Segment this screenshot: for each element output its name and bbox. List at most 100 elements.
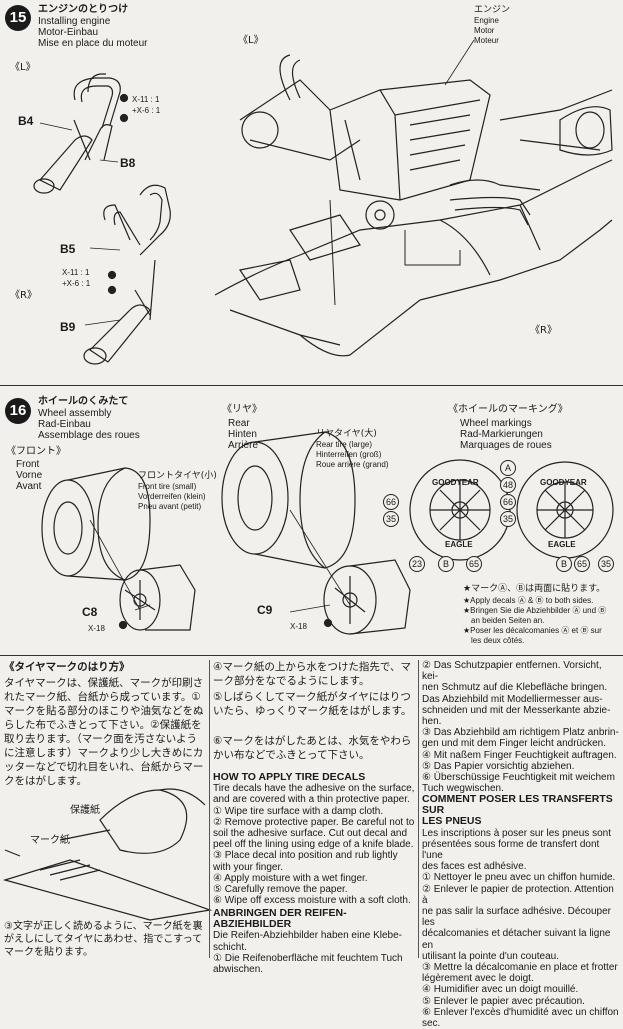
rear-label-de: Hinten <box>228 429 257 440</box>
label-right-main: 《R》 <box>530 325 557 336</box>
jp-decal-step4: ④マーク紙の上から水をつけた指先で、マーク部分をなでるようにします。 <box>213 661 411 687</box>
section-divider-2 <box>0 655 623 656</box>
fig-label-decal-paper: マーク紙 <box>30 835 70 846</box>
decal-marker-b-left: B <box>438 556 454 572</box>
part-b9-label: B9 <box>60 320 76 334</box>
jp-decal-paragraph: タイヤマークは、保護紙、マークが印刷されたマーク紙、台紙から成っています。①マー… <box>4 677 204 787</box>
illustration-layer <box>2 39 614 921</box>
brand-eagle-right: EAGLE <box>548 540 576 549</box>
de-decal-line: Die Reifen-Abziehbilder haben eine Klebe… <box>213 930 403 942</box>
front-label-fr: Avant <box>16 481 42 492</box>
en-decal-line: with your finger. <box>213 861 284 873</box>
front-tire-label-jp: フロントタイヤ(小) <box>138 471 217 481</box>
column-divider-1 <box>209 660 210 958</box>
fr-decal-line: ⑥ Enlever l'excès d'humidité avec un chi… <box>422 1006 619 1018</box>
fr-decal-line: ④ Humidifier avec un doigt mouillé. <box>422 984 579 996</box>
engine-label-de: Motor <box>474 26 495 35</box>
screw-count-upper-2: +X-6 : 1 <box>132 106 161 115</box>
brand-text-right: GOODYEAR <box>540 478 587 487</box>
decal-marker-b-right: B <box>556 556 572 572</box>
de-decal-heading: ANBRINGEN DER REIFEN-ABZIEHBILDER <box>213 907 347 931</box>
de-decal-line: ① Die Reifenoberfläche mit feuchtem Tuch <box>213 952 403 964</box>
fr-decal-line: sec. <box>422 1018 441 1029</box>
label-left-side: 《L》 <box>10 62 36 73</box>
decal-marker-35-left: 35 <box>383 511 399 527</box>
jp-decal-step3: ③文字が正しく読めるように、マーク紙を裏がえしにしてタイヤにあわせ、指でこすって… <box>4 921 203 958</box>
part-c8-label: C8 <box>82 605 98 619</box>
de-decal-line: abwischen. <box>213 964 264 976</box>
fr-decal-heading-1: COMMENT POSER LES TRANSFERTS SUR <box>422 793 613 817</box>
exhaust-pipe-b4-drawing <box>33 73 121 194</box>
rear-label-fr: Arrière <box>228 440 259 451</box>
step-15-number: 15 <box>5 5 31 31</box>
en-decal-line: soil the adhesive surface. Cut out decal… <box>213 828 408 840</box>
exhaust-pipe-b8-drawing <box>73 119 113 161</box>
front-label-jp: 《フロント》 <box>6 446 66 457</box>
rear-tire-label-de: Hinterreifen (groß) <box>316 450 382 459</box>
en-decal-line: ⑤ Carefully remove the paper. <box>213 884 348 896</box>
markings-label-jp: 《ホイールのマーキング》 <box>448 404 568 415</box>
rear-label-en: Rear <box>228 418 250 429</box>
en-decal-line: ⑥ Wipe off excess moisture with a soft c… <box>213 895 411 907</box>
markings-label-en: Wheel markings <box>460 418 532 429</box>
en-decal-line: ① Wipe tire surface with a damp cloth. <box>213 805 384 817</box>
jp-decal-step5: ⑤しばらくしてマーク紙がタイヤにはりついたら、ゆっくりマーク紙をはがします。 <box>213 691 412 717</box>
decal-marker-35-mid: 35 <box>500 511 516 527</box>
decal-marker-48: 48 <box>500 477 516 493</box>
jp-decal-heading: 《タイヤマークのはり方》 <box>4 661 130 673</box>
rear-tire-label-fr: Roue arrière (grand) <box>316 460 389 469</box>
front-tire-label-fr: Pneu avant (petit) <box>138 502 202 511</box>
fr-decal-line: ne pas salir la surface adhésive. Découp… <box>422 906 611 929</box>
engine-label-fr: Moteur <box>474 36 499 45</box>
decal-marker-65-left: 65 <box>466 556 482 572</box>
step-15-title-fr: Mise en place du moteur <box>38 38 148 49</box>
part-b8-label: B8 <box>120 156 136 170</box>
en-decal-heading: HOW TO APPLY TIRE DECALS <box>213 771 366 783</box>
part-b5-label: B5 <box>60 242 76 256</box>
en-decal-line: Tire decals have the adhesive on the sur… <box>213 783 415 795</box>
screw-rear-label: X-18 <box>290 622 307 631</box>
front-label-de: Vorne <box>16 470 43 481</box>
rear-label-jp: 《リヤ》 <box>222 404 262 415</box>
front-wheel-drawing <box>41 467 196 631</box>
de-decal-line: ② Das Schutzpapier entfernen. Vorsicht, … <box>422 660 602 683</box>
step-16-title-jp: ホイールのくみたて <box>38 396 129 407</box>
exhaust-pipe-b9-drawing <box>83 259 156 365</box>
decal-marker-35-right: 35 <box>598 556 614 572</box>
en-decal-section: HOW TO APPLY TIRE DECALS Tire decals hav… <box>213 771 415 907</box>
de-decal-line: gen und mit dem Finger leicht andrücken. <box>422 738 606 750</box>
markings-label-fr: Marquages de roues <box>460 440 552 451</box>
front-label-en: Front <box>16 459 40 470</box>
label-right-side: 《R》 <box>10 290 37 301</box>
rear-wheel-drawing <box>221 431 411 635</box>
decal-marker-a: A <box>500 460 516 476</box>
note-de-2: an beiden Seiten an. <box>471 616 545 625</box>
fr-decal-line: légèrement avec le doigt. <box>422 973 534 985</box>
de-decal-line: Das Abziehbild mit Modelliermesser aus- <box>422 693 603 705</box>
de-decal-line: schneiden und mit der Messerkante abzie- <box>422 704 611 716</box>
step-15-title-de: Motor-Einbau <box>38 27 99 38</box>
jp-decal-step6: ⑥マークをはがしたあとは、水気をやわらかい布などでふきとって下さい。 <box>213 735 412 761</box>
fr-decal-line: présentées sous forme de transfert dont … <box>422 838 600 862</box>
engine-label-jp: エンジン <box>474 5 511 15</box>
front-tire-label-en: Front tire (small) <box>138 482 197 491</box>
rear-tire-label-en: Rear tire (large) <box>316 440 373 449</box>
fr-decal-heading-2: LES PNEUS <box>422 815 482 828</box>
note-jp: ★マークⒶ、Ⓑは両面に貼ります。 <box>463 584 606 594</box>
markings-label-de: Rad-Markierungen <box>460 429 543 440</box>
engine-label-en: Engine <box>474 16 499 25</box>
note-fr-1: ★Poser les décalcomanies Ⓐ et Ⓑ sur <box>463 626 602 635</box>
step-15-title-en: Installing engine <box>38 16 111 27</box>
de-decal-line: ⑤ Das Papier vorsichtig abziehen. <box>422 760 575 772</box>
fig-label-protective-paper: 保護紙 <box>70 805 100 816</box>
de-decal-section: ANBRINGEN DER REIFEN-ABZIEHBILDER Die Re… <box>213 907 415 976</box>
fr-decal-line: Les inscriptions à poser sur les pneus s… <box>422 827 611 839</box>
fr-decal-line: utilisant la pointe d'un couteau. <box>422 950 560 962</box>
step-16-title-en: Wheel assembly <box>38 408 112 419</box>
part-b4-label: B4 <box>18 114 34 128</box>
fr-decal-section: COMMENT POSER LES TRANSFERTS SUR LES PNE… <box>422 793 620 1029</box>
brand-text-left: GOODYEAR <box>432 478 479 487</box>
de-decal-continued: ② Das Schutzpapier entfernen. Vorsicht, … <box>422 660 620 794</box>
note-de-1: ★Bringen Sie die Abziehbilder Ⓐ und Ⓑ <box>463 606 607 615</box>
de-decal-line: ⑥ Überschüssige Feuchtigkeit mit weichem <box>422 772 615 784</box>
